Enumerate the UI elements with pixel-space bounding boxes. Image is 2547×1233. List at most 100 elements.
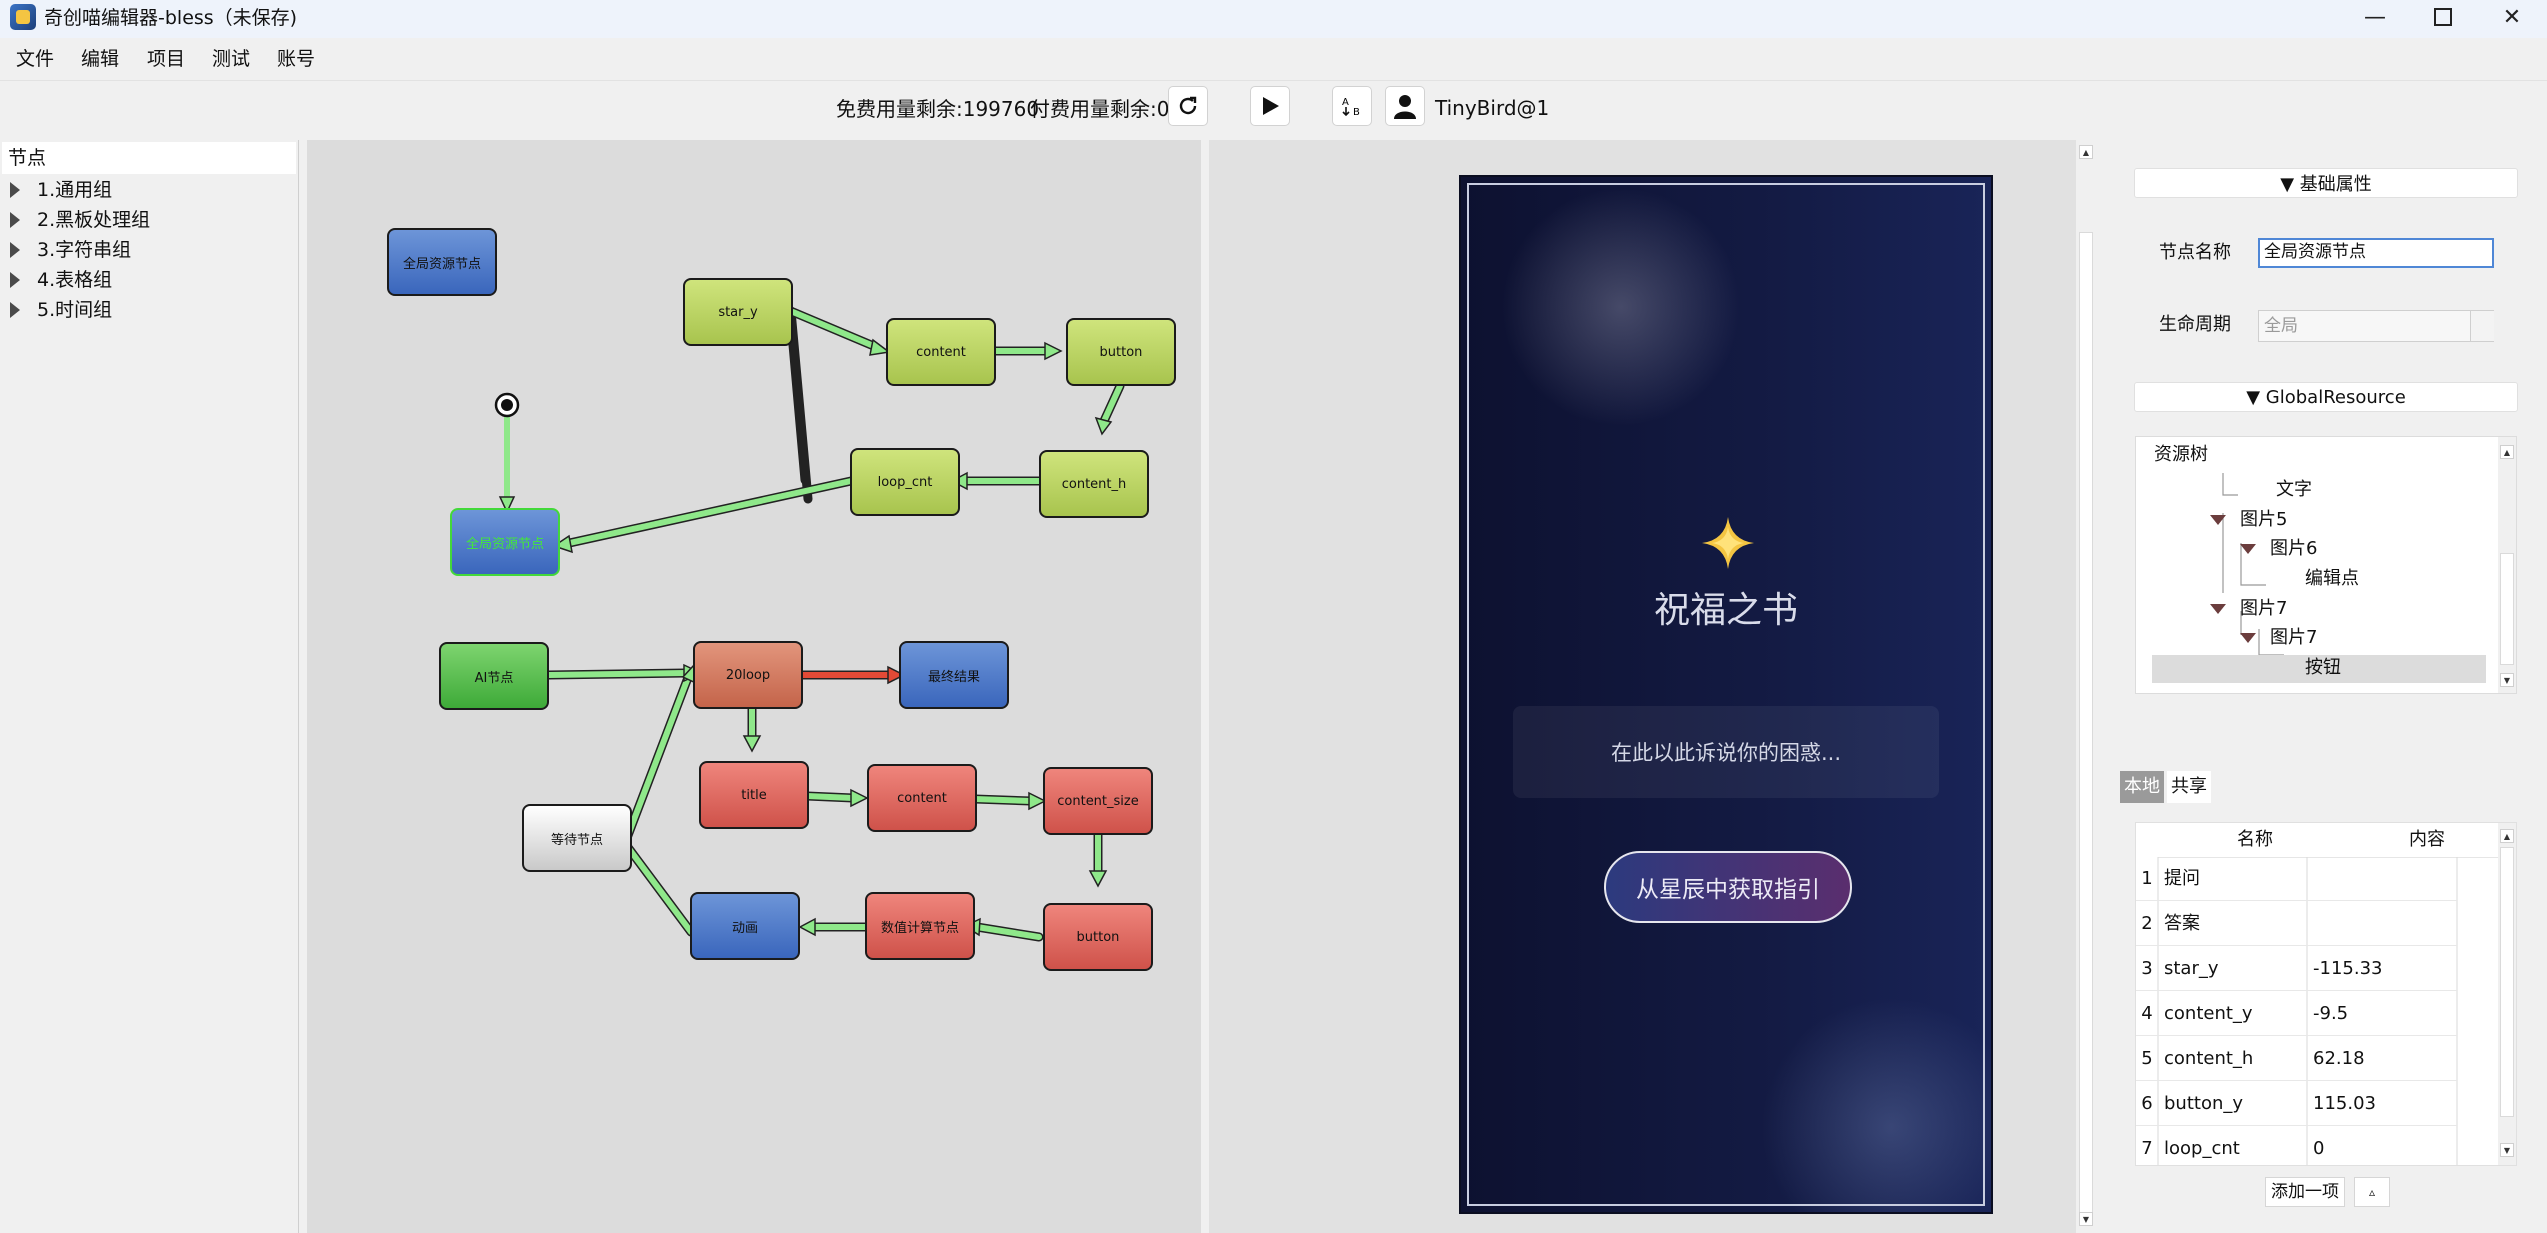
- variable-name-cell[interactable]: content_y: [2158, 992, 2307, 1036]
- tree-item-image7[interactable]: 图片7: [2210, 596, 2287, 622]
- node-numeric-calc[interactable]: 数值计算节点: [865, 892, 975, 960]
- scroll-down-icon[interactable]: ▼: [2500, 673, 2514, 687]
- node-20loop[interactable]: 20loop: [693, 641, 803, 709]
- resource-tree-scrollbar-thumb[interactable]: [2500, 553, 2514, 665]
- variable-name-cell[interactable]: 答案: [2158, 902, 2307, 946]
- table-scrollbar[interactable]: ▲ ▼: [2498, 823, 2516, 1165]
- tree-group-string[interactable]: 3.字符串组: [10, 236, 131, 264]
- tree-item-image6[interactable]: 图片6: [2240, 536, 2317, 562]
- node-content-h[interactable]: content_h: [1039, 450, 1149, 518]
- star-icon: [1702, 517, 1754, 569]
- add-item-button[interactable]: 添加一项: [2265, 1177, 2345, 1207]
- tree-item-button-selected[interactable]: 按钮: [2152, 655, 2486, 683]
- panel-splitter[interactable]: [1201, 140, 1209, 1233]
- resource-tree-header: 资源树: [2136, 437, 2476, 473]
- tree-group-general[interactable]: 1.通用组: [10, 176, 112, 204]
- row-index[interactable]: 2: [2136, 902, 2158, 946]
- menu-project[interactable]: 项目: [147, 48, 186, 70]
- move-up-button[interactable]: ▵: [2354, 1177, 2390, 1207]
- node-name-input[interactable]: 全局资源节点: [2258, 238, 2494, 268]
- variable-name-cell[interactable]: loop_cnt: [2158, 1127, 2307, 1165]
- resource-tree[interactable]: 资源树 文字 图片5 图片6 编辑点 图片7 图片7 按钮 ▲ ▼: [2135, 436, 2517, 694]
- variable-name-cell[interactable]: button_y: [2158, 1082, 2307, 1126]
- tree-group-label: 5.时间组: [37, 299, 113, 321]
- refresh-button[interactable]: [1168, 86, 1208, 126]
- node-wait[interactable]: 等待节点: [522, 804, 632, 872]
- lifecycle-select[interactable]: 全局: [2258, 310, 2494, 342]
- maximize-button[interactable]: [2408, 0, 2478, 34]
- preview-scrollbar-thumb[interactable]: [2079, 232, 2093, 1222]
- column-header-name[interactable]: 名称: [2158, 823, 2352, 858]
- edge-ai-loop: [546, 670, 689, 678]
- node-ai[interactable]: AI节点: [439, 642, 549, 710]
- node-global-resource-selected[interactable]: 全局资源节点: [450, 508, 560, 576]
- tab-shared[interactable]: 共享: [2167, 771, 2211, 803]
- menu-account[interactable]: 账号: [277, 48, 316, 70]
- menu-edit[interactable]: 编辑: [81, 48, 120, 70]
- tree-group-table[interactable]: 4.表格组: [10, 266, 112, 294]
- svg-text:A: A: [1342, 97, 1349, 108]
- node-final-result[interactable]: 最终结果: [899, 641, 1009, 709]
- tree-item-text[interactable]: 文字: [2276, 479, 2312, 500]
- variable-value-cell[interactable]: [2307, 857, 2457, 901]
- scroll-down-icon[interactable]: ▼: [2079, 1212, 2093, 1226]
- row-index[interactable]: 4: [2136, 992, 2158, 1036]
- node-animation[interactable]: 动画: [690, 892, 800, 960]
- username[interactable]: TinyBird@1: [1435, 96, 1550, 120]
- row-index[interactable]: 7: [2136, 1127, 2158, 1165]
- node-content-size[interactable]: content_size: [1043, 767, 1153, 835]
- scroll-up-icon[interactable]: ▲: [2079, 145, 2093, 159]
- node-button-2[interactable]: button: [1043, 903, 1153, 971]
- node-star-y[interactable]: star_y: [683, 278, 793, 346]
- preview-question-input[interactable]: 在此以此诉说你的困惑...: [1513, 706, 1939, 798]
- table-grid: [2157, 857, 2458, 1165]
- tree-item-label: 图片6: [2270, 538, 2318, 559]
- row-index[interactable]: 5: [2136, 1037, 2158, 1081]
- variable-name-cell[interactable]: 提问: [2158, 857, 2307, 901]
- menu-test[interactable]: 测试: [212, 48, 251, 70]
- tree-group-blackboard[interactable]: 2.黑板处理组: [10, 206, 150, 234]
- resource-tree-scrollbar[interactable]: ▲ ▼: [2498, 437, 2516, 693]
- run-button[interactable]: [1250, 86, 1290, 126]
- scroll-down-icon[interactable]: ▼: [2500, 1143, 2514, 1157]
- variable-value-cell[interactable]: -115.33: [2307, 947, 2457, 991]
- dropdown-icon[interactable]: [2470, 311, 2494, 341]
- minimize-button[interactable]: —: [2364, 4, 2386, 30]
- tree-item-image5[interactable]: 图片5: [2210, 507, 2287, 533]
- scroll-up-icon[interactable]: ▲: [2500, 445, 2514, 459]
- preview-guidance-button[interactable]: 从星辰中获取指引: [1604, 851, 1852, 923]
- tree-item-edit-point[interactable]: 编辑点: [2305, 568, 2359, 589]
- variable-value-cell[interactable]: 115.03: [2307, 1082, 2457, 1126]
- graph-edges: [494, 306, 1125, 942]
- user-avatar-button[interactable]: [1385, 86, 1425, 126]
- variable-name-cell[interactable]: star_y: [2158, 947, 2307, 991]
- node-graph-canvas[interactable]: 全局资源节点 star_y content button loop_cnt co…: [307, 140, 1201, 1233]
- variable-value-cell[interactable]: -9.5: [2307, 992, 2457, 1036]
- row-index[interactable]: 3: [2136, 947, 2158, 991]
- variable-value-cell[interactable]: 62.18: [2307, 1037, 2457, 1081]
- close-button[interactable]: ✕: [2502, 4, 2522, 30]
- scroll-up-icon[interactable]: ▲: [2500, 829, 2514, 843]
- node-title[interactable]: title: [699, 761, 809, 829]
- menu-file[interactable]: 文件: [16, 48, 55, 70]
- node-button[interactable]: button: [1066, 318, 1176, 386]
- table-scrollbar-thumb[interactable]: [2500, 847, 2514, 1117]
- column-header-value[interactable]: 内容: [2352, 823, 2502, 858]
- node-content[interactable]: content: [886, 318, 996, 386]
- node-content-2[interactable]: content: [867, 764, 977, 832]
- node-loop-cnt[interactable]: loop_cnt: [850, 448, 960, 516]
- variable-value-cell[interactable]: [2307, 902, 2457, 946]
- variable-name-cell[interactable]: content_h: [2158, 1037, 2307, 1081]
- global-resource-header[interactable]: ▼ GlobalResource: [2134, 382, 2518, 412]
- ab-swap-icon: AB: [1342, 97, 1360, 118]
- row-index[interactable]: 6: [2136, 1082, 2158, 1126]
- node-global-resource-top[interactable]: 全局资源节点: [387, 228, 497, 296]
- tab-local[interactable]: 本地: [2120, 771, 2164, 803]
- row-index[interactable]: 1: [2136, 857, 2158, 901]
- basic-properties-header[interactable]: ▼ 基础属性: [2134, 168, 2518, 198]
- tree-item-image7-child[interactable]: 图片7: [2240, 625, 2317, 651]
- variable-value-cell[interactable]: 0: [2307, 1127, 2457, 1165]
- tree-group-time[interactable]: 5.时间组: [10, 296, 112, 324]
